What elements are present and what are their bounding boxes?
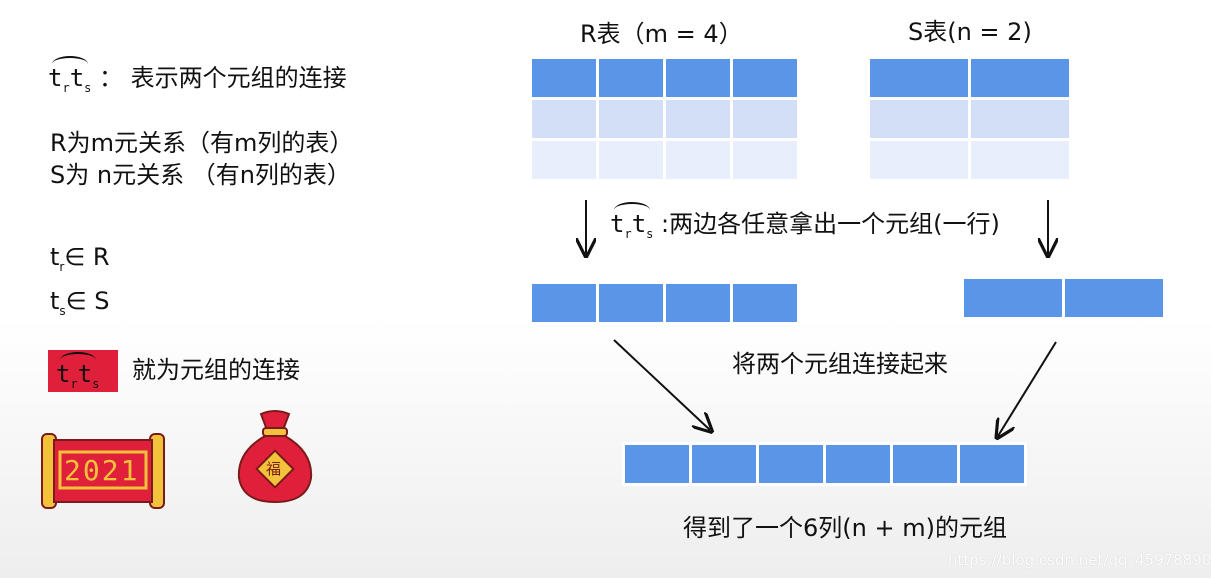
r-relation-text: R为m元关系（有m列的表）	[50, 129, 354, 157]
ts-in-s: ts∈ S	[50, 287, 110, 318]
s-tuple-row	[961, 276, 1166, 320]
tr-in-r: tr∈ R	[50, 243, 110, 274]
s-relation-text: S为 n元关系 （有n列的表）	[50, 161, 351, 189]
bag-character: 福	[266, 460, 282, 478]
badge-caption: 就为元组的连接	[132, 356, 300, 384]
scroll-year: 2021	[64, 454, 140, 487]
s-table	[867, 56, 1072, 182]
join-caption: 将两个元组连接起来	[732, 350, 948, 378]
result-tuple-row	[622, 442, 1027, 486]
arrow-r-to-result	[613, 339, 710, 430]
tuple-join-symbol: trts	[48, 56, 91, 95]
lucky-bag-icon: 福	[235, 408, 315, 504]
result-caption: 得到了一个6列(n + m)的元组	[683, 514, 1007, 542]
r-table	[529, 56, 800, 182]
tuple-join-definition: trts ： 表示两个元组的连接	[48, 56, 347, 95]
tuple-join-badge: trts	[48, 350, 118, 392]
arrow-s-to-result	[998, 341, 1057, 436]
scroll-2021-icon: 2021	[40, 430, 166, 512]
definition-text: 表示两个元组的连接	[130, 64, 347, 92]
r-tuple-row	[529, 281, 800, 325]
definition-colon: ：	[99, 64, 124, 92]
pick-text: :两边各任意拿出一个元组(一行)	[661, 210, 1000, 238]
watermark: https://blog.csdn.net/qq_45978890	[948, 551, 1211, 569]
pick-tuple-caption: trts :两边各任意拿出一个元组(一行)	[610, 202, 1000, 241]
s-table-title: S表(n = 2)	[908, 18, 1032, 46]
pick-symbol: trts	[610, 202, 653, 241]
badge-symbol: trts	[56, 352, 99, 391]
r-table-title: R表（m = 4）	[580, 20, 743, 48]
